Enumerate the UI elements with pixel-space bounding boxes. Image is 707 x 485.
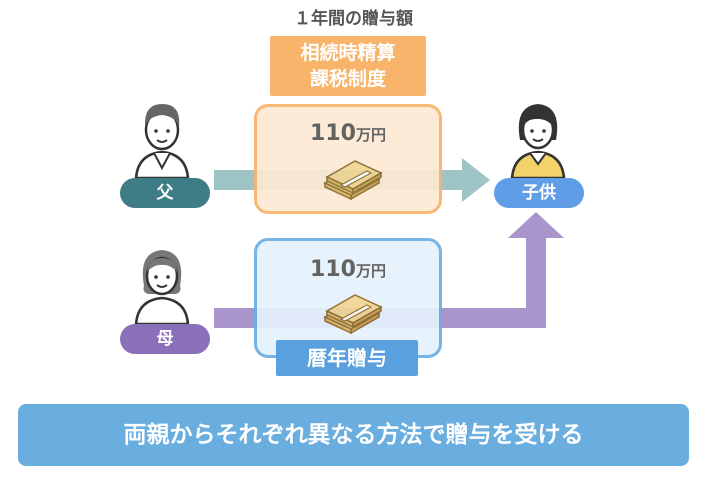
child-label: 子供 (494, 178, 584, 208)
diagram-title: １年間の贈与額 (294, 9, 413, 29)
man-avatar-icon (134, 104, 190, 178)
child-avatar-icon (510, 104, 566, 178)
amount-top-value: 110 (310, 121, 356, 146)
system-label-annual-gift: 暦年贈与 (276, 340, 418, 376)
money-bundle-icon (323, 160, 383, 201)
amount-top: 110万円 (257, 121, 439, 146)
system-label-inheritance-settlement: 相続時精算 課税制度 (270, 36, 426, 96)
summary-banner: 両親からそれぞれ異なる方法で贈与を受ける (18, 404, 689, 466)
amount-box-top: 110万円 (254, 104, 442, 214)
woman-avatar-icon (134, 250, 190, 324)
amount-box-bottom: 110万円 (254, 238, 442, 358)
father-label: 父 (120, 178, 210, 208)
amount-bottom-value: 110 (310, 257, 356, 282)
money-bundle-icon (323, 294, 383, 335)
mother-label: 母 (120, 324, 210, 354)
amount-bottom: 110万円 (257, 257, 439, 282)
amount-top-unit: 万円 (355, 126, 386, 144)
amount-bottom-unit: 万円 (355, 262, 386, 280)
